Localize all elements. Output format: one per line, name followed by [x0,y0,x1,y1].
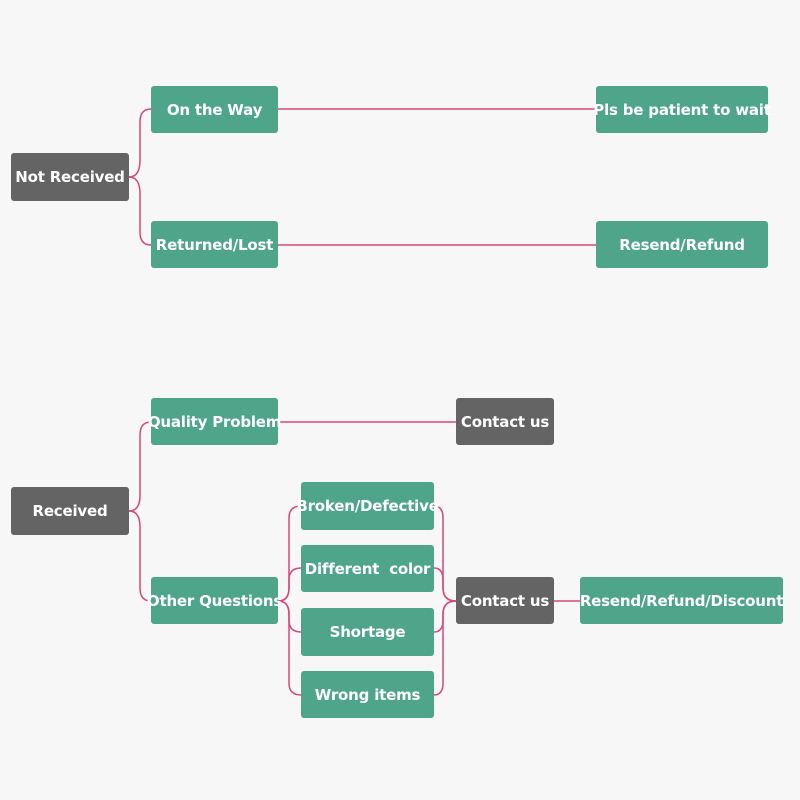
node-label: Returned/Lost [155,235,274,254]
node-other-questions: Other Questions [147,577,282,624]
node-label: Shortage [329,623,406,641]
node-label: Resend/Refund/Discount [579,591,784,610]
node-label: Not Received [15,168,125,186]
node-label: Received [32,502,108,520]
node-label: Broken/Defective [296,497,439,515]
node-label: Different color [304,559,431,578]
node-contact-us-quality: Contact us [456,398,554,445]
node-resend-refund: Resend/Refund [596,221,768,268]
node-wrong-items: Wrong items [301,671,434,718]
connector-received-to-other-questions [128,510,152,602]
connector-not-received-to-on-the-way [128,108,152,178]
node-label: Resend/Refund [619,235,745,254]
node-quality-problem: Quality Problem [147,398,282,445]
node-resend-refund-discount: Resend/Refund/Discount [580,577,783,624]
node-label: Contact us [460,412,550,431]
node-label: Other Questions [146,591,283,610]
connector-received-to-quality-problem [128,421,152,512]
node-contact-us-other: Contact us [456,577,554,624]
node-received: Received [11,487,129,535]
node-different-color: Different color [301,545,434,592]
node-label: Quality Problem [147,412,282,431]
node-pls-be-patient: Pls be patient to wait [593,86,771,133]
node-returned-lost: Returned/Lost [151,221,278,268]
node-broken-defective: Broken/Defective [296,482,439,530]
connector-broken-to-contact [433,505,457,602]
node-not-received: Not Received [11,153,129,201]
node-on-the-way: On the Way [151,86,278,133]
node-label: On the Way [166,100,263,119]
connector-wrong-to-contact [433,600,457,696]
connector-other-to-wrong [277,600,302,696]
node-shortage: Shortage [301,608,434,656]
connector-not-received-to-returned-lost [128,176,152,246]
node-label: Wrong items [314,685,421,704]
connector-color-to-contact [433,567,457,602]
connector-other-to-color [277,567,302,602]
node-label: Contact us [460,591,550,610]
node-label: Pls be patient to wait [593,100,771,119]
